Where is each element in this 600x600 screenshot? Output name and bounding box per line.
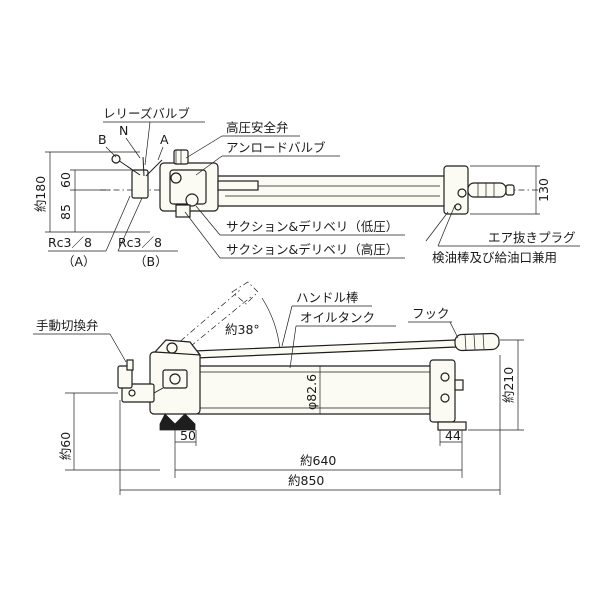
handle-grip	[454, 332, 500, 352]
dim-total-height: 約180	[33, 176, 48, 212]
label-safety-valve: 高圧安全弁	[226, 120, 289, 135]
label-oil-check: 検油棒及び給油口兼用	[432, 250, 557, 265]
side-view: 約38° 手動切換弁 ハンドル棒	[33, 281, 524, 495]
label-port-b: B	[98, 132, 107, 147]
release-lever-b	[117, 159, 141, 176]
dim-upper-60: 60	[58, 172, 73, 188]
top-view: 約180 60 85 130 レリーズバルブ B N A 高圧安全弁 アンロード…	[33, 106, 580, 269]
grip-line-s1	[464, 334, 467, 351]
leader-release	[144, 121, 151, 166]
leader-port-a	[157, 146, 164, 161]
label-port-a: A	[160, 132, 169, 147]
leader-oil-check	[425, 211, 449, 242]
leader-safety	[185, 135, 223, 159]
handle-phantom-grip	[231, 281, 259, 305]
leader-tank	[289, 325, 297, 369]
end-bolt-1	[440, 372, 450, 382]
label-manual-switch: 手動切換弁	[36, 318, 99, 333]
label-hook: フック	[412, 306, 450, 321]
release-lever-a	[145, 159, 163, 177]
tank-end-block	[429, 359, 456, 423]
end-bolt-2	[440, 393, 450, 403]
top-grip-end	[505, 184, 515, 196]
label-handle-rod: ハンドル棒	[296, 290, 359, 305]
top-valve-knob-2	[170, 172, 182, 184]
angle-arc	[261, 297, 281, 351]
top-end-bolt	[457, 188, 467, 198]
dim-lower-85: 85	[58, 204, 73, 220]
handle-phantom-1	[169, 289, 241, 351]
release-lever-knob	[111, 154, 121, 164]
label-rc-b-sub: （B）	[134, 254, 168, 269]
leader-air-vent	[437, 204, 456, 247]
label-suction-high: サクション&デリベリ（高圧）	[226, 242, 398, 257]
switch-valve-knob	[126, 359, 134, 371]
base-feet	[159, 413, 196, 431]
label-rc-b: Rc3／8	[118, 235, 162, 250]
label-port-n: N	[119, 123, 128, 138]
dim-right-130: 130	[536, 178, 551, 202]
pump-pivot	[166, 342, 178, 354]
dim-length-850: 約850	[288, 473, 324, 488]
leader-suction-low	[195, 205, 221, 236]
release-lever-n	[142, 156, 145, 177]
top-suction-block	[175, 204, 191, 218]
label-release-valve: レリーズバルブ	[103, 106, 190, 121]
right-foot	[437, 421, 467, 431]
switch-connector	[153, 387, 164, 394]
grip-line-s2	[473, 334, 476, 351]
leader-handle	[281, 305, 293, 347]
leader-rc-a	[105, 195, 131, 252]
top-end-bolt-2	[454, 203, 462, 211]
leader-rc-b	[117, 197, 143, 252]
dim-left-60: 約60	[58, 432, 73, 460]
top-valve-knob	[185, 193, 199, 207]
pump-port	[169, 373, 181, 385]
top-linkage	[217, 180, 259, 191]
top-release-valve-body	[131, 169, 149, 199]
dim-base-44: 44	[445, 428, 461, 443]
leader-unload	[195, 155, 223, 176]
dim-height-210: 約210	[501, 367, 516, 403]
switch-valve-port	[128, 389, 136, 397]
leader-hook	[449, 321, 459, 339]
label-rc-a-sub: （A）	[62, 254, 96, 269]
label-suction-low: サクション&デリベリ（低圧）	[226, 219, 398, 234]
leader-manual	[109, 333, 127, 363]
handle-rod	[169, 339, 457, 360]
leader-port-n	[125, 137, 141, 159]
end-plug	[454, 379, 464, 391]
dim-base-50: 50	[180, 428, 196, 443]
leader-port-b	[105, 146, 117, 158]
switch-valve-top	[117, 365, 133, 389]
label-angle: 約38°	[225, 322, 260, 337]
label-unload-valve: アンロードバルブ	[226, 140, 326, 155]
label-rc-a: Rc3／8	[48, 235, 92, 250]
grip-line-s3	[482, 333, 485, 350]
dim-tank-dia: φ82.6	[304, 374, 319, 410]
dim-length-640: 約640	[300, 453, 336, 468]
label-oil-tank: オイルタンク	[300, 310, 375, 325]
top-handle-grip	[467, 182, 507, 198]
leader-suction-high	[184, 211, 221, 259]
label-air-vent: エア抜きプラグ	[488, 230, 576, 245]
